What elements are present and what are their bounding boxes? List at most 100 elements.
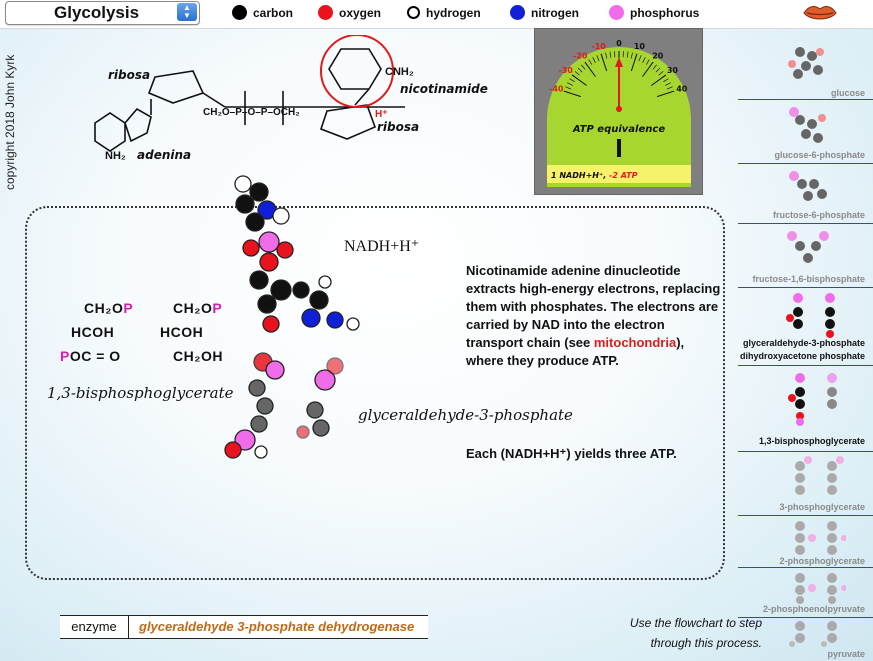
flowchart-item-fructose-6-phosphate[interactable]: fructose-6-phosphate bbox=[738, 164, 873, 224]
gauge-minor-tick bbox=[655, 67, 661, 73]
carbon-dot-icon bbox=[232, 5, 247, 21]
flowchart-item-2-phosphoglycerate[interactable]: 2-phosphoglycerate bbox=[738, 516, 873, 568]
pyruvate-molecule-icon bbox=[789, 621, 837, 647]
reaction-panel bbox=[25, 206, 725, 580]
gauge-tick-label: 10 bbox=[634, 42, 646, 51]
gauge-minor-tick bbox=[574, 71, 580, 76]
gauge-tick-label: -20 bbox=[573, 52, 588, 61]
flowchart-item-glucose[interactable]: glucose bbox=[738, 28, 873, 100]
gauge-minor-tick bbox=[600, 53, 604, 60]
atp-meter-title: ATP equivalence bbox=[572, 124, 665, 135]
gauge-minor-tick bbox=[642, 57, 646, 63]
legend-nitrogen: nitrogen bbox=[510, 5, 579, 21]
ribosa-right-label: ribosa bbox=[377, 120, 419, 134]
glucose-6-phosphate-molecule-icon bbox=[789, 107, 826, 143]
gauge-minor-tick bbox=[668, 90, 675, 94]
description-text: Nicotinamide adenine dinucleotide extrac… bbox=[466, 263, 721, 368]
gauge-minor-tick bbox=[571, 74, 578, 79]
enzyme-name: glyceraldehyde 3-phosphate dehydrogenase bbox=[139, 619, 415, 634]
gauge-minor-tick bbox=[649, 61, 654, 68]
gauge-minor-tick bbox=[630, 52, 633, 59]
oxygen-dot-icon bbox=[318, 5, 333, 21]
ribosa-left-label: ribosa bbox=[108, 68, 150, 82]
gauge-minor-tick bbox=[577, 67, 583, 73]
flowchart-item-3-phosphoglycerate[interactable]: 3-phosphoglycerate bbox=[738, 452, 873, 516]
flowchart-item-glucose-6-phosphate[interactable]: glucose-6-phosphate bbox=[738, 100, 873, 164]
lips-logo-icon[interactable] bbox=[802, 3, 838, 23]
nh2-label: NH₂ bbox=[105, 150, 126, 162]
gauge-tick-label: -40 bbox=[549, 85, 564, 94]
gauge-minor-tick bbox=[652, 64, 657, 70]
legend-oxygen: oxygen bbox=[318, 5, 381, 21]
legend-phosphorus: phosphorus bbox=[609, 5, 699, 21]
gauge-minor-tick bbox=[638, 55, 642, 62]
flowchart-item-fructose-1-6-bisphosphate[interactable]: fructose-1,6-bisphosphate bbox=[738, 224, 873, 288]
gauge-tick-label: -10 bbox=[591, 42, 606, 51]
mitochondria-link[interactable]: mitochondria bbox=[593, 335, 677, 350]
fructose-bisphosphate-molecule-icon bbox=[787, 231, 829, 263]
gauge-minor-tick bbox=[567, 82, 573, 86]
enzyme-bar: enzyme glyceraldehyde 3-phosphate dehydr… bbox=[60, 615, 428, 639]
flowchart-item-pyruvate[interactable]: pyruvate bbox=[738, 618, 873, 661]
bpg-structure: CH₂OP HCOH POC = O bbox=[60, 300, 134, 364]
gauge-minor-tick bbox=[626, 51, 629, 58]
glucose-molecule-icon bbox=[788, 47, 824, 79]
h-plus-label: H⁺ bbox=[375, 109, 388, 120]
flowchart-hint: Use the flowchart to step through this p… bbox=[629, 616, 762, 650]
nadh-label: NADH+H⁺ bbox=[344, 238, 420, 255]
phosphorus-dot-icon bbox=[609, 5, 624, 21]
molecular-model bbox=[224, 175, 360, 459]
copyright-text: copyright 2018 John Kyrk bbox=[3, 54, 17, 190]
gauge-tick-label: 40 bbox=[676, 85, 688, 94]
cnh2-label: CNH₂ bbox=[385, 66, 414, 78]
gauge-minor-tick bbox=[581, 64, 586, 70]
nad-structure-diagram: NH₂ CNH₂ CH₂O–P–O–P–OCH₂ H⁺ ribosa adeni… bbox=[94, 35, 488, 162]
phosphate-chain-label: CH₂O–P–O–P–OCH₂ bbox=[203, 107, 300, 118]
bpg-label: 1,3-bisphosphoglycerate bbox=[47, 384, 234, 402]
flowchart-sidebar: glucose glucose-6-phosphate fructose-6-p… bbox=[730, 28, 873, 661]
gauge-minor-tick bbox=[658, 71, 664, 76]
gauge-minor-tick bbox=[569, 78, 575, 83]
3pg-molecule-icon bbox=[795, 456, 844, 495]
atp-meter-value: 1 NADH+H⁺, -2 ATP bbox=[551, 171, 638, 180]
gauge-minor-tick bbox=[666, 86, 673, 90]
hydrogen-dot-icon bbox=[407, 6, 420, 20]
fructose-6-phosphate-molecule-icon bbox=[789, 171, 827, 201]
gauge-minor-tick bbox=[663, 78, 669, 83]
gauge-minor-tick bbox=[563, 90, 570, 94]
gauge-minor-tick bbox=[584, 61, 589, 68]
up-down-arrows-icon[interactable]: ▲▼ bbox=[177, 3, 197, 21]
gauge-tick-label: 0 bbox=[616, 39, 622, 48]
nitrogen-dot-icon bbox=[510, 5, 525, 21]
gauge-minor-tick bbox=[596, 55, 600, 62]
nicotinamide-label: nicotinamide bbox=[400, 82, 488, 96]
g3p-dhap-molecule-icon bbox=[786, 293, 835, 338]
gauge-minor-tick bbox=[665, 82, 671, 86]
gauge-minor-tick bbox=[634, 53, 638, 60]
flowchart-item-1-3-bisphosphoglycerate[interactable]: 1,3-bisphosphoglycerate bbox=[738, 366, 873, 452]
gauge-minor-tick bbox=[588, 59, 593, 65]
gauge-minor-tick bbox=[645, 59, 650, 65]
adenina-label: adenina bbox=[137, 148, 191, 162]
flowchart-item-glyceraldehyde-3-phosphate[interactable]: glyceraldehyde-3-phosphate dihydroxyacet… bbox=[738, 288, 873, 366]
g3p-label: glyceraldehyde-3-phosphate bbox=[358, 406, 573, 424]
legend-hydrogen: hydrogen bbox=[407, 5, 481, 21]
gauge-tick-label: 20 bbox=[652, 52, 664, 61]
gauge-minor-tick bbox=[660, 74, 667, 79]
gauge-minor-tick bbox=[609, 51, 612, 58]
gauge-minor-tick bbox=[605, 52, 608, 59]
pep-molecule-icon bbox=[795, 573, 846, 604]
gauge-tick-label: 30 bbox=[667, 66, 679, 75]
top-bar: Glycolysis ▲▼ carbon oxygen hydrogen nit… bbox=[0, 0, 873, 29]
legend-carbon: carbon bbox=[232, 5, 293, 21]
pathway-title: Glycolysis bbox=[54, 3, 140, 22]
g3p-structure: CH₂OP HCOH CH₂OH bbox=[160, 300, 223, 364]
description-atp-yield: Each (NADH+H⁺) yields three ATP. bbox=[466, 446, 677, 461]
bpg-molecule-icon bbox=[788, 373, 837, 426]
pathway-selector[interactable]: Glycolysis ▲▼ bbox=[5, 1, 200, 25]
gauge-tick-label: -30 bbox=[558, 66, 573, 75]
flowchart-item-2-phosphoenolpyruvate[interactable]: 2-phosphoenolpyruvate bbox=[738, 568, 873, 618]
gauge-minor-tick bbox=[592, 57, 596, 63]
